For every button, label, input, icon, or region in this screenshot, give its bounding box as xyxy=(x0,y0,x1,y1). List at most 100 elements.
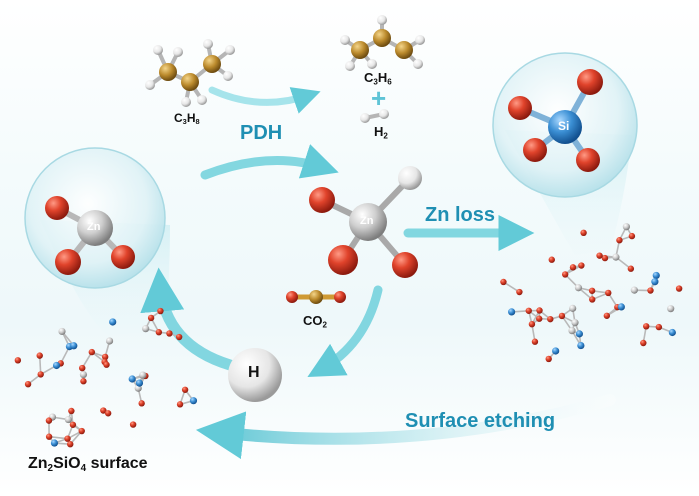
lattice-atom xyxy=(67,440,74,448)
zn-center-symbol: Zn xyxy=(360,215,374,227)
lattice-atom xyxy=(45,433,53,440)
co2-label: CO2 xyxy=(303,313,327,330)
lattice-atom xyxy=(627,265,635,272)
reaction-arrows xyxy=(140,86,616,460)
lattice-atom xyxy=(45,417,53,424)
h2-molecule xyxy=(360,109,389,123)
lattice-atom xyxy=(552,347,560,355)
lattice-atom xyxy=(545,355,552,363)
lattice-atom xyxy=(667,305,675,313)
lattice-atom xyxy=(578,262,585,269)
lattice-atom xyxy=(571,319,579,327)
pdh-arrow xyxy=(200,144,339,180)
surface-etching-arrow xyxy=(195,394,616,460)
lattice-atom xyxy=(508,308,516,316)
zn-bubble-structure xyxy=(45,196,135,275)
lattice-atom xyxy=(79,370,88,379)
lattice-atom xyxy=(628,232,636,240)
lattice-atom xyxy=(580,229,587,237)
lattice-atom xyxy=(189,397,198,405)
co2-to-h-arrow xyxy=(307,285,383,377)
lattice-atom xyxy=(500,278,507,286)
lattice-atom xyxy=(675,285,683,292)
lattice-atom xyxy=(605,289,612,297)
lattice-atom xyxy=(166,330,173,337)
lattice-atom xyxy=(69,421,77,428)
lattice-atom xyxy=(52,361,61,370)
lattice-atom xyxy=(569,264,577,271)
lattice-atom xyxy=(70,342,78,350)
zn-bubble-symbol: Zn xyxy=(87,221,101,233)
lattice-atom xyxy=(80,378,87,385)
lattice-atom xyxy=(109,318,117,326)
pdh-label: PDH xyxy=(240,122,283,144)
lattice-atom xyxy=(652,271,660,280)
etched-lattice-right xyxy=(500,223,683,363)
lattice-atom xyxy=(88,348,96,356)
lattice-atom xyxy=(50,439,59,447)
zn-central-site xyxy=(309,166,422,278)
propane-to-propylene-arrow xyxy=(208,86,321,114)
propylene-molecule xyxy=(340,15,425,71)
lattice-atom xyxy=(630,286,638,294)
lattice-atom xyxy=(601,254,609,262)
lattice-atom xyxy=(58,327,66,336)
lattice-atom xyxy=(617,303,625,311)
lattice-atom xyxy=(612,253,620,261)
surface-etching-label: Surface etching xyxy=(405,410,556,432)
lattice-atom xyxy=(147,314,155,322)
lattice-atom xyxy=(528,320,536,328)
lattice-atom xyxy=(643,323,650,330)
plus-sign: + xyxy=(371,83,387,113)
lattice-atom xyxy=(647,287,654,294)
lattice-atom xyxy=(575,330,584,338)
lattice-atom xyxy=(14,357,22,364)
lattice-atom xyxy=(24,380,32,388)
lattice-atom xyxy=(155,329,163,336)
lattice-atom xyxy=(525,307,532,314)
zn-loss-label: Zn loss xyxy=(425,204,496,226)
lattice-atom xyxy=(101,353,109,361)
lattice-atom xyxy=(568,327,576,335)
lattice-atom xyxy=(139,371,147,379)
lattice-atom xyxy=(603,312,611,319)
lattice-atom xyxy=(176,401,184,408)
lattice-atom xyxy=(104,410,112,417)
lattice-atom xyxy=(655,323,663,331)
hydrogen-label: H2 xyxy=(374,124,388,141)
lattice-atom xyxy=(64,435,71,442)
lattice-atom xyxy=(79,364,86,372)
lattice-atom xyxy=(588,287,596,294)
co2-molecule xyxy=(286,290,346,304)
lattice-atom xyxy=(561,271,569,278)
h-atom-label: H xyxy=(248,364,260,381)
propane-label: C3H8 xyxy=(174,111,200,127)
lattice-atom xyxy=(547,315,554,323)
propane-molecule xyxy=(145,39,235,107)
lattice-atom xyxy=(175,333,183,341)
lattice-atom xyxy=(536,307,543,314)
si-bubble-symbol: Si xyxy=(558,119,570,133)
lattice-atom xyxy=(103,361,110,368)
surface-label: Zn2SiO4 surface xyxy=(28,455,148,474)
lattice-atom xyxy=(651,278,659,286)
lattice-atom xyxy=(548,256,555,263)
lattice-atom xyxy=(516,288,523,296)
lattice-atom xyxy=(142,325,150,333)
lattice-atom xyxy=(668,328,676,337)
lattice-atom xyxy=(596,252,603,259)
lattice-atom xyxy=(128,375,136,383)
lattice-atom xyxy=(569,304,577,312)
lattice-atom xyxy=(574,284,583,292)
lattice-atom xyxy=(157,307,164,315)
lattice-atom xyxy=(589,296,596,303)
lattice-atom xyxy=(181,386,189,393)
lattice-atom xyxy=(531,338,539,345)
si-bubble-structure xyxy=(508,69,603,172)
hydrogen-atom xyxy=(228,348,282,402)
lattice-atom xyxy=(138,400,145,407)
lattice-atom xyxy=(36,352,43,359)
zn2sio4-lattice-left xyxy=(14,307,198,448)
